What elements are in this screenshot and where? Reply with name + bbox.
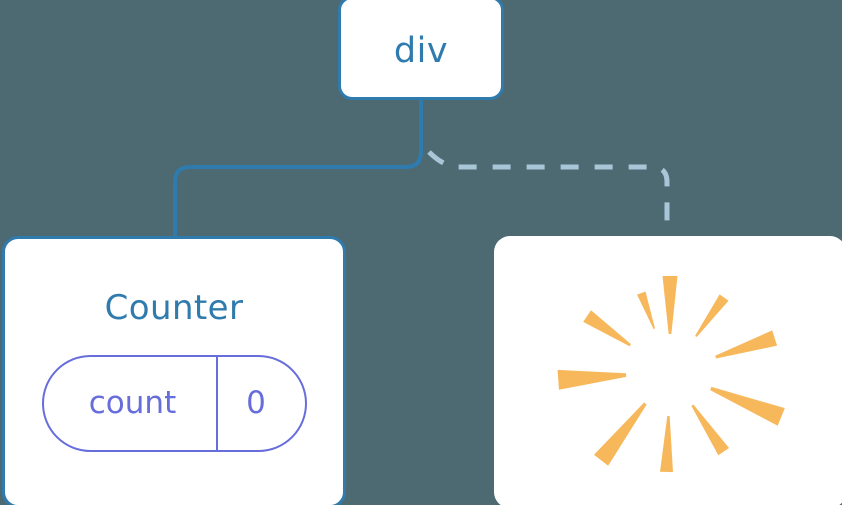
node-counter[interactable]: Counter count 0: [2, 236, 346, 505]
sparkle-burst-icon: [557, 276, 785, 473]
state-pill-count[interactable]: count 0: [41, 355, 307, 452]
state-value-label: 0: [246, 385, 266, 421]
sparkle-ray-3: [715, 330, 778, 359]
sparkle-ray-7: [593, 402, 647, 466]
node-div-label: div: [393, 30, 449, 71]
state-pill-divider: [215, 357, 218, 450]
sparkle-ray-4: [710, 386, 785, 426]
edge-div-to-counter: [173, 100, 423, 238]
node-div[interactable]: div: [338, 0, 504, 100]
sparkle-ray-8: [557, 369, 627, 390]
sparkle-ray-2: [695, 294, 729, 337]
sparkle-ray-5: [691, 404, 730, 456]
sparkle-ray-6: [660, 415, 674, 473]
node-counter-label: Counter: [104, 288, 244, 328]
sparkle-ray-10: [637, 291, 656, 330]
state-key-label: count: [88, 385, 177, 421]
edge-div-to-highlight: [427, 150, 670, 238]
sparkle-ray-1: [662, 276, 678, 334]
sparkle-ray-9: [583, 310, 631, 347]
node-render-highlight[interactable]: [494, 236, 842, 505]
